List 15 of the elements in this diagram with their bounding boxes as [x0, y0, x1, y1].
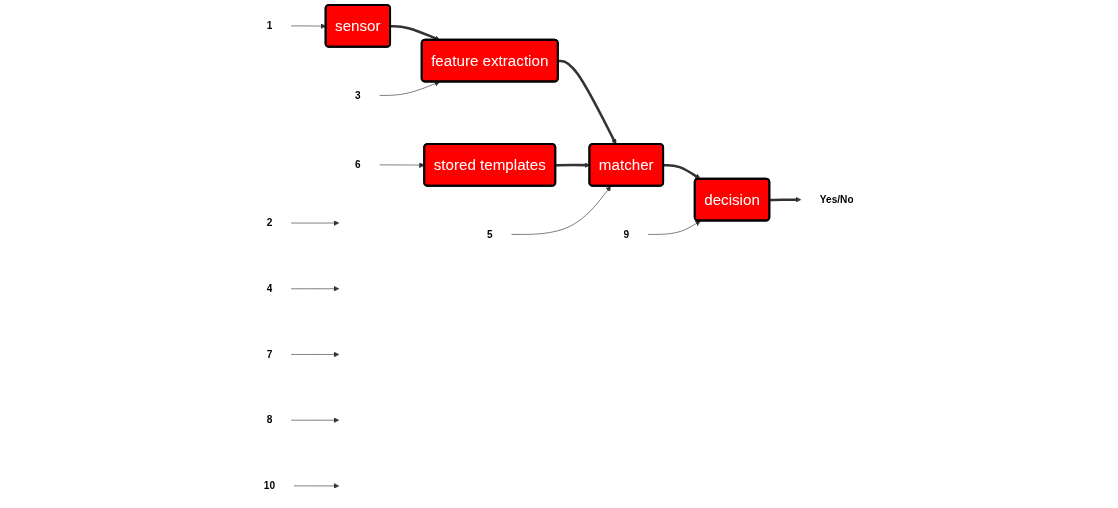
arrow: [769, 196, 802, 203]
node-text: 7: [266, 348, 273, 360]
node-text: 5: [487, 228, 493, 240]
arrow: [558, 59, 617, 145]
node-text: 8: [266, 414, 273, 426]
node-text: 2: [266, 217, 273, 229]
node-text: 1: [266, 20, 273, 31]
node-text: 3: [355, 89, 361, 101]
arrow: [390, 24, 441, 41]
node-text: 6: [355, 159, 361, 170]
node-text: 4: [266, 283, 273, 294]
node-text: 9: [623, 228, 630, 240]
arrow: [663, 163, 702, 180]
node-text: Yes/No: [820, 193, 854, 205]
node-text: 10: [264, 480, 276, 491]
